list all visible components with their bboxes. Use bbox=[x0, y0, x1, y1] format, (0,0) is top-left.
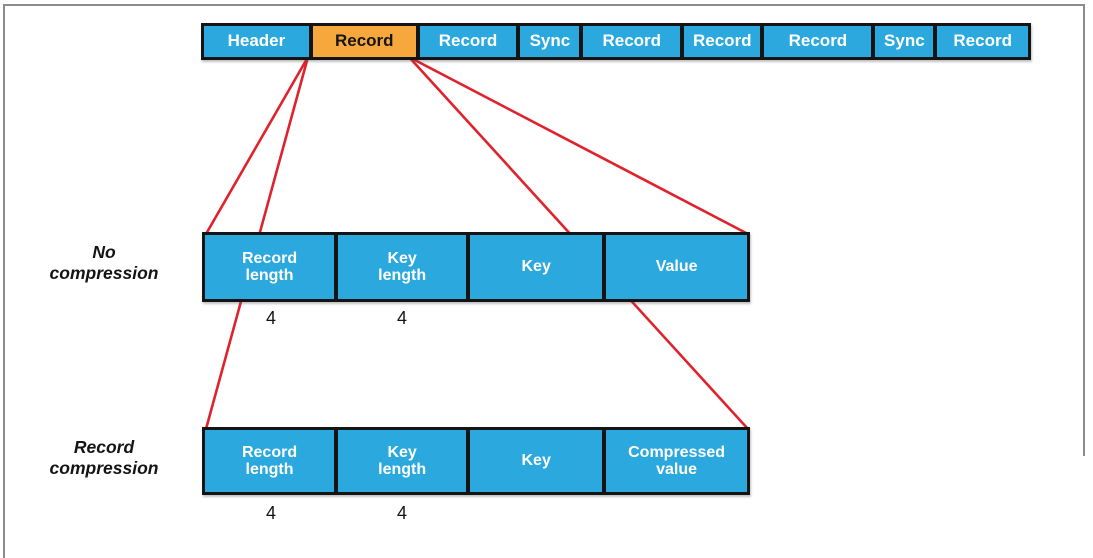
segment-record-highlighted: Record bbox=[312, 26, 416, 57]
figure-frame-top bbox=[3, 4, 1085, 6]
no-compression-label: No compression bbox=[49, 242, 159, 283]
key-cell: Key bbox=[470, 430, 603, 492]
record-compression-label: Record compression bbox=[49, 437, 159, 478]
figure-frame-right bbox=[1083, 4, 1085, 456]
connector-line-left-upper bbox=[204, 55, 310, 236]
record-compression-record-box: Record length Key length Key Compressed … bbox=[202, 427, 750, 495]
segment-header: Header bbox=[204, 26, 309, 57]
sequencefile-segment-row: Header Record Record Sync Record Record … bbox=[201, 23, 1031, 60]
compressed-value-cell: Compressed value bbox=[606, 430, 747, 492]
no-compression-record-box: Record length Key length Key Value bbox=[202, 232, 750, 302]
key-length-cell: Key length bbox=[338, 235, 467, 299]
byte-size-label: 4 bbox=[265, 503, 277, 523]
segment-sync: Sync bbox=[875, 26, 934, 57]
byte-size-label: 4 bbox=[265, 308, 277, 328]
segment-record: Record bbox=[684, 26, 761, 57]
key-cell: Key bbox=[470, 235, 603, 299]
segment-record: Record bbox=[419, 26, 517, 57]
segment-record: Record bbox=[583, 26, 681, 57]
value-cell: Value bbox=[606, 235, 747, 299]
connector-line-right-upper bbox=[407, 55, 750, 236]
figure-frame-left bbox=[3, 4, 5, 558]
segment-record: Record bbox=[764, 26, 872, 57]
byte-size-label: 4 bbox=[396, 503, 408, 523]
segment-sync: Sync bbox=[520, 26, 580, 57]
byte-size-label: 4 bbox=[396, 308, 408, 328]
key-length-cell: Key length bbox=[338, 430, 467, 492]
record-length-cell: Record length bbox=[205, 235, 335, 299]
record-length-cell: Record length bbox=[205, 430, 335, 492]
segment-record: Record bbox=[937, 26, 1028, 57]
